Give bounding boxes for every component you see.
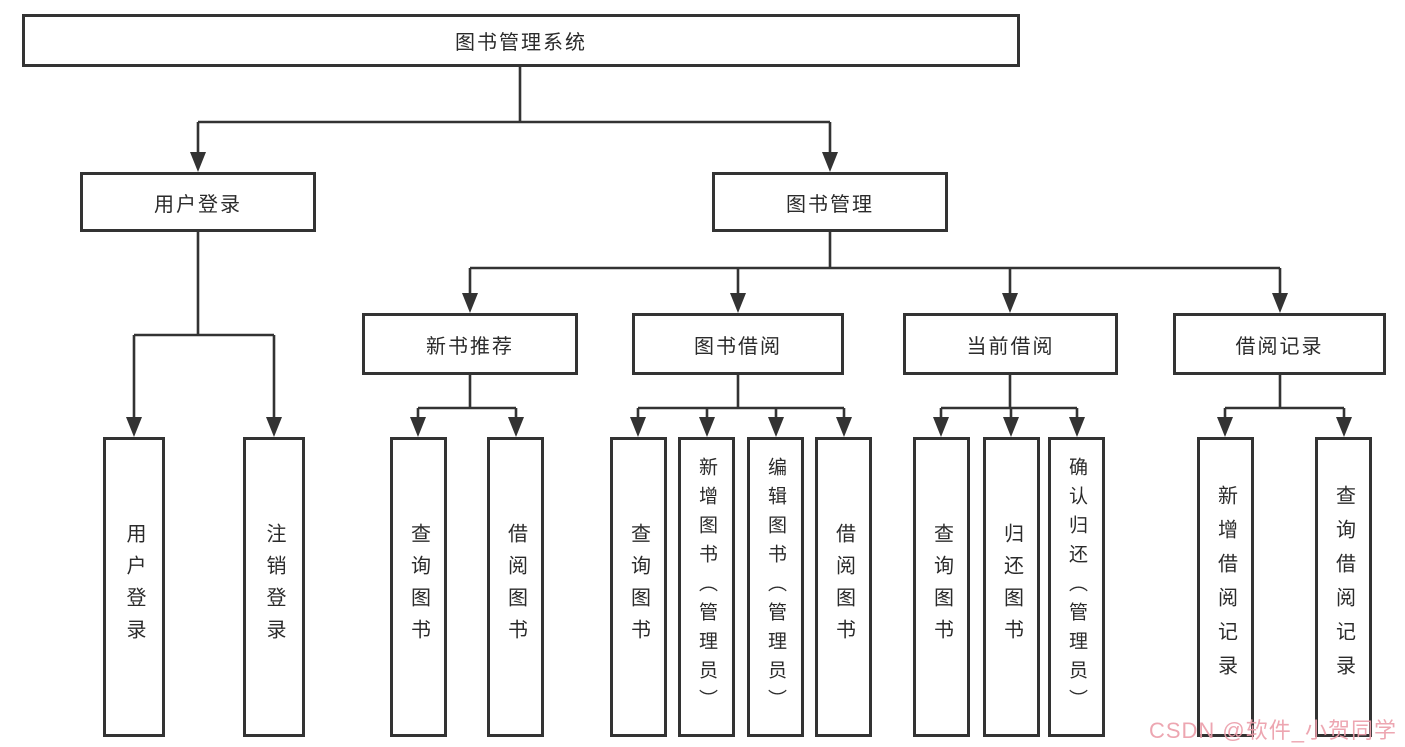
node-label: 归还图书 — [1000, 523, 1023, 651]
node-label: 借阅记录 — [1235, 335, 1324, 358]
leaf-borrow-book-2: 借阅图书 — [815, 437, 872, 737]
leaf-query-book-1: 查询图书 — [390, 437, 447, 737]
node-current-borrow: 当前借阅 — [903, 313, 1118, 375]
node-label: 编辑图书（管理员） — [765, 456, 786, 718]
node-label: 图书管理系统 — [455, 32, 587, 54]
arrowheads — [126, 152, 1352, 437]
leaf-borrow-book-1: 借阅图书 — [487, 437, 544, 737]
node-new-book-recommend: 新书推荐 — [362, 313, 578, 375]
leaf-add-book-admin: 新增图书（管理员） — [678, 437, 735, 737]
node-label: 注销登录 — [263, 523, 285, 651]
node-label: 查询图书 — [627, 523, 650, 651]
node-book-borrow: 图书借阅 — [632, 313, 844, 375]
node-label: 查询图书 — [407, 523, 430, 651]
node-label: 用户登录 — [123, 523, 145, 651]
leaf-add-borrow-record: 新增借阅记录 — [1197, 437, 1254, 737]
node-label: 新增借阅记录 — [1214, 485, 1237, 689]
node-book-management: 图书管理 — [712, 172, 948, 232]
leaf-user-login: 用户登录 — [103, 437, 165, 737]
node-label: 图书借阅 — [694, 335, 782, 358]
leaf-confirm-return-admin: 确认归还（管理员） — [1048, 437, 1105, 737]
node-label: 用户登录 — [154, 193, 242, 216]
node-label: 查询借阅记录 — [1332, 485, 1355, 689]
node-label: 新增图书（管理员） — [696, 456, 717, 718]
node-label: 图书管理 — [786, 193, 874, 216]
leaf-return-book: 归还图书 — [983, 437, 1040, 737]
csdn-watermark: CSDN @软件_小贺同学 — [1148, 718, 1397, 743]
leaf-query-borrow-record: 查询借阅记录 — [1315, 437, 1372, 737]
node-root-system: 图书管理系统 — [22, 14, 1020, 67]
leaf-query-book-2: 查询图书 — [610, 437, 667, 737]
node-borrow-records: 借阅记录 — [1173, 313, 1386, 375]
node-label: 查询图书 — [930, 523, 953, 651]
leaf-query-book-3: 查询图书 — [913, 437, 970, 737]
leaf-edit-book-admin: 编辑图书（管理员） — [747, 437, 804, 737]
node-label: 借阅图书 — [504, 523, 527, 651]
node-label: 新书推荐 — [426, 335, 514, 358]
node-label: 确认归还（管理员） — [1066, 456, 1087, 718]
node-label: 借阅图书 — [832, 523, 855, 651]
node-label: 当前借阅 — [966, 335, 1055, 358]
node-user-login-group: 用户登录 — [80, 172, 316, 232]
leaf-logout: 注销登录 — [243, 437, 305, 737]
